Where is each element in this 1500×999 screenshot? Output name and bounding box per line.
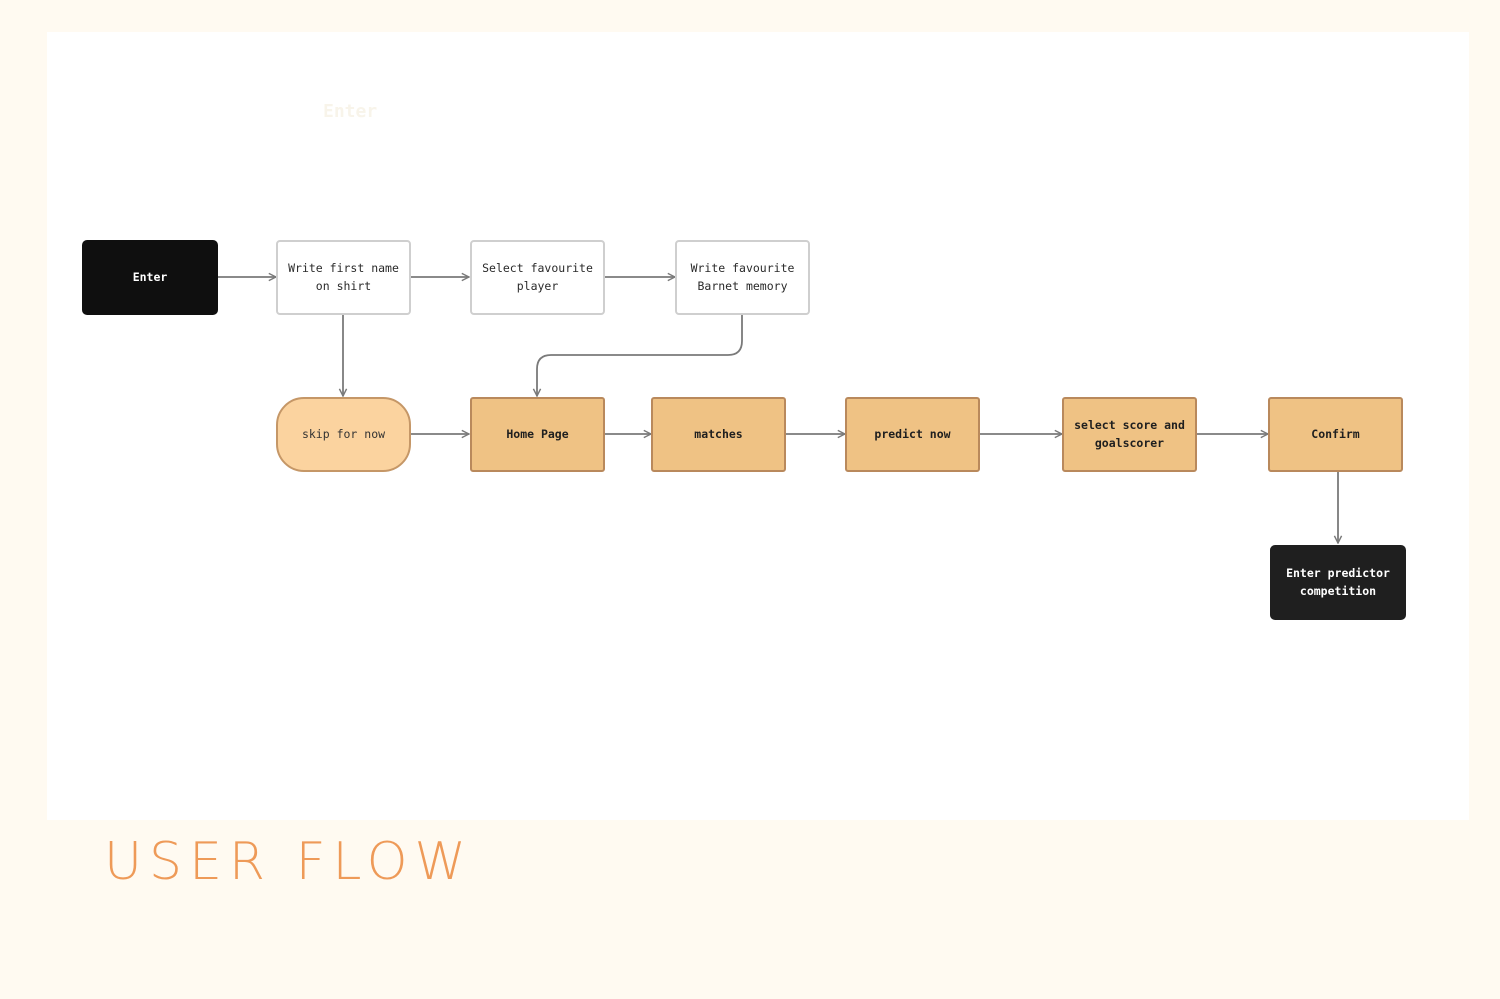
node-select-favourite-player: Select favourite player (470, 240, 605, 315)
node-enter: Enter (82, 240, 218, 315)
node-write-favourite-memory: Write favourite Barnet memory (675, 240, 810, 315)
node-write-first-name: Write first name on shirt (276, 240, 411, 315)
node-skip-for-now: skip for now (276, 397, 411, 472)
node-select-score: select score and goalscorer (1062, 397, 1197, 472)
node-predict-now: predict now (845, 397, 980, 472)
node-confirm: Confirm (1268, 397, 1403, 472)
faint-label: Enter (323, 101, 378, 122)
page-title: USER FLOW (104, 832, 473, 892)
node-home-page: Home Page (470, 397, 605, 472)
node-matches: matches (651, 397, 786, 472)
arrow-write-memory-to-home (537, 315, 743, 396)
node-enter-predictor-competition: Enter predictor competition (1270, 545, 1406, 620)
